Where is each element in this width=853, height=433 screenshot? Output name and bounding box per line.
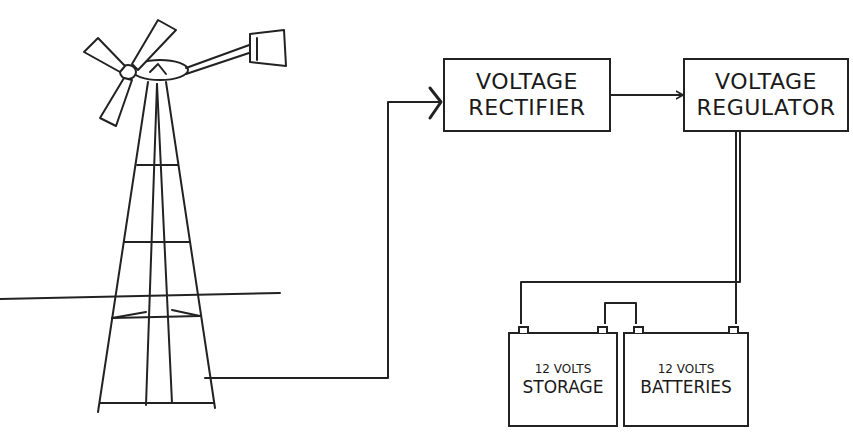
wire	[605, 303, 636, 324]
horizon-line	[0, 293, 280, 299]
wire	[521, 132, 740, 324]
wire	[735, 132, 737, 324]
battery-terminal	[597, 326, 608, 333]
rectifier-box: VOLTAGE RECTIFIER	[443, 58, 611, 132]
voltage-label: 12 VOLTS	[535, 362, 592, 376]
tower	[98, 82, 215, 412]
storage-battery: 12 VOLTSSTORAGE	[508, 332, 618, 427]
box-label: BATTERIES	[640, 377, 732, 397]
regulator-box: VOLTAGE REGULATOR	[683, 58, 849, 132]
battery-terminal	[633, 326, 644, 333]
box-label: VOLTAGE REGULATOR	[693, 69, 839, 122]
battery-terminal	[728, 326, 739, 333]
rotor	[84, 20, 286, 126]
battery-terminal	[518, 326, 529, 333]
box-label: STORAGE	[523, 377, 604, 397]
battery: 12 VOLTSBATTERIES	[623, 332, 749, 427]
arrow-connector	[611, 94, 683, 96]
voltage-label: 12 VOLTS	[658, 362, 715, 376]
generator-wire	[205, 88, 441, 378]
box-label: VOLTAGE RECTIFIER	[453, 69, 601, 122]
